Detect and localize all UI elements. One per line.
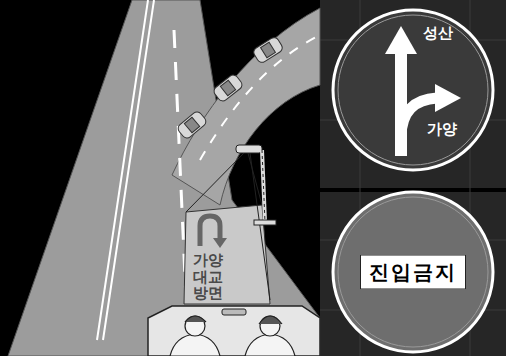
branch-road — [172, 8, 320, 205]
centre-line — [103, 0, 154, 340]
pole — [262, 150, 265, 222]
no-entry-sign: 진입금지 — [331, 190, 495, 354]
sign-shape — [331, 8, 495, 172]
sign-panel — [320, 0, 506, 188]
pole-base — [254, 220, 276, 225]
direction-sign: 성산가양 — [331, 8, 495, 172]
destination-text: 성산 — [423, 24, 453, 43]
road-marking-text: 가양 대교 방면 — [190, 252, 226, 302]
mirror — [222, 309, 246, 315]
pole-detail — [262, 150, 265, 222]
right-arrow-head — [435, 84, 461, 112]
straight-arrow-head — [385, 26, 417, 54]
panel-texture — [320, 0, 506, 356]
u-turn-arrow-head — [213, 238, 227, 248]
lane-line — [174, 30, 186, 300]
cars — [176, 36, 284, 140]
projector — [236, 145, 262, 153]
sign-text: 진입금지 — [360, 255, 466, 290]
branch-lane-line — [200, 35, 320, 160]
sign-panel — [320, 192, 506, 356]
sign-disc — [333, 10, 493, 170]
sign-inner-ring — [338, 197, 488, 347]
centre-line — [97, 0, 148, 340]
main-road — [8, 0, 320, 356]
sign-inner-ring — [338, 15, 488, 165]
destination-text: 가양 — [427, 120, 457, 139]
sign-disc — [333, 192, 493, 352]
occupants — [170, 316, 295, 356]
straight-arrow — [395, 48, 407, 156]
dashboard — [148, 306, 320, 356]
